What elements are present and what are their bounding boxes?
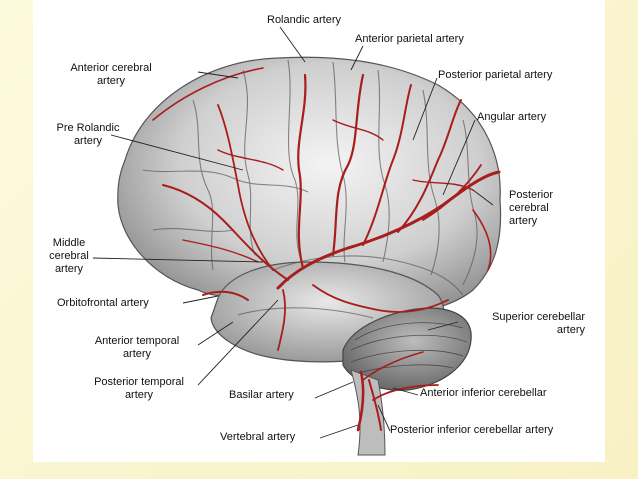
label-posterior-cerebral-line2: cerebral — [509, 202, 549, 214]
label-posterior-cerebral-artery: Posterior cerebral artery — [509, 189, 553, 228]
label-superior-cerebellar-artery: Superior cerebellar artery — [465, 311, 585, 337]
brain-artery-diagram — [92, 26, 502, 456]
label-anterior-parietal-artery: Anterior parietal artery — [355, 33, 464, 45]
label-posterior-inferior-cerebellar-artery: Posterior inferior cerebellar artery — [390, 424, 554, 436]
label-posterior-temporal-line1: Posterior temporal — [94, 376, 184, 388]
label-posterior-parietal-artery: Posterior parietal artery — [438, 69, 553, 81]
label-anterior-temporal-line1: Anterior temporal — [94, 335, 180, 347]
label-vertebral-artery: Vertebral artery — [220, 431, 296, 443]
label-superior-cerebellar-line1: Superior cerebellar — [492, 311, 585, 323]
label-anterior-cerebral-line2: artery — [96, 75, 126, 87]
brain-illustration: Rolandic artery Anterior parietal artery… — [33, 0, 605, 462]
label-middle-cerebral-line2: cerebral — [49, 250, 89, 262]
label-anterior-inferior-cerebellar: Anterior inferior cerebellar — [420, 387, 547, 399]
label-angular-artery: Angular artery — [477, 111, 547, 123]
label-anterior-temporal-line2: artery — [122, 348, 152, 360]
label-anterior-cerebral-line1: Anterior cerebral — [70, 62, 152, 74]
label-posterior-temporal-artery: Posterior temporal artery — [77, 376, 201, 402]
label-anterior-cerebral-artery: Anterior cerebral artery — [41, 62, 181, 88]
label-orbitofrontal-artery: Orbitofrontal artery — [57, 297, 149, 309]
brainstem — [350, 369, 386, 456]
label-middle-cerebral-artery: Middle cerebral artery — [39, 237, 99, 276]
label-middle-cerebral-line3: artery — [54, 263, 84, 275]
label-superior-cerebellar-line2: artery — [556, 324, 585, 336]
label-rolandic-artery: Rolandic artery — [267, 14, 341, 26]
label-anterior-temporal-artery: Anterior temporal artery — [77, 335, 197, 361]
label-posterior-cerebral-line3: artery — [509, 215, 538, 227]
label-posterior-temporal-line2: artery — [124, 389, 154, 401]
label-prerolandic-artery: Pre Rolandic artery — [43, 122, 133, 148]
label-basilar-artery: Basilar artery — [229, 389, 294, 401]
label-prerolandic-line2: artery — [73, 135, 103, 147]
label-prerolandic-line1: Pre Rolandic — [56, 122, 120, 134]
label-middle-cerebral-line1: Middle — [52, 237, 86, 249]
cerebrum — [117, 56, 502, 314]
label-posterior-cerebral-line1: Posterior — [509, 189, 554, 201]
